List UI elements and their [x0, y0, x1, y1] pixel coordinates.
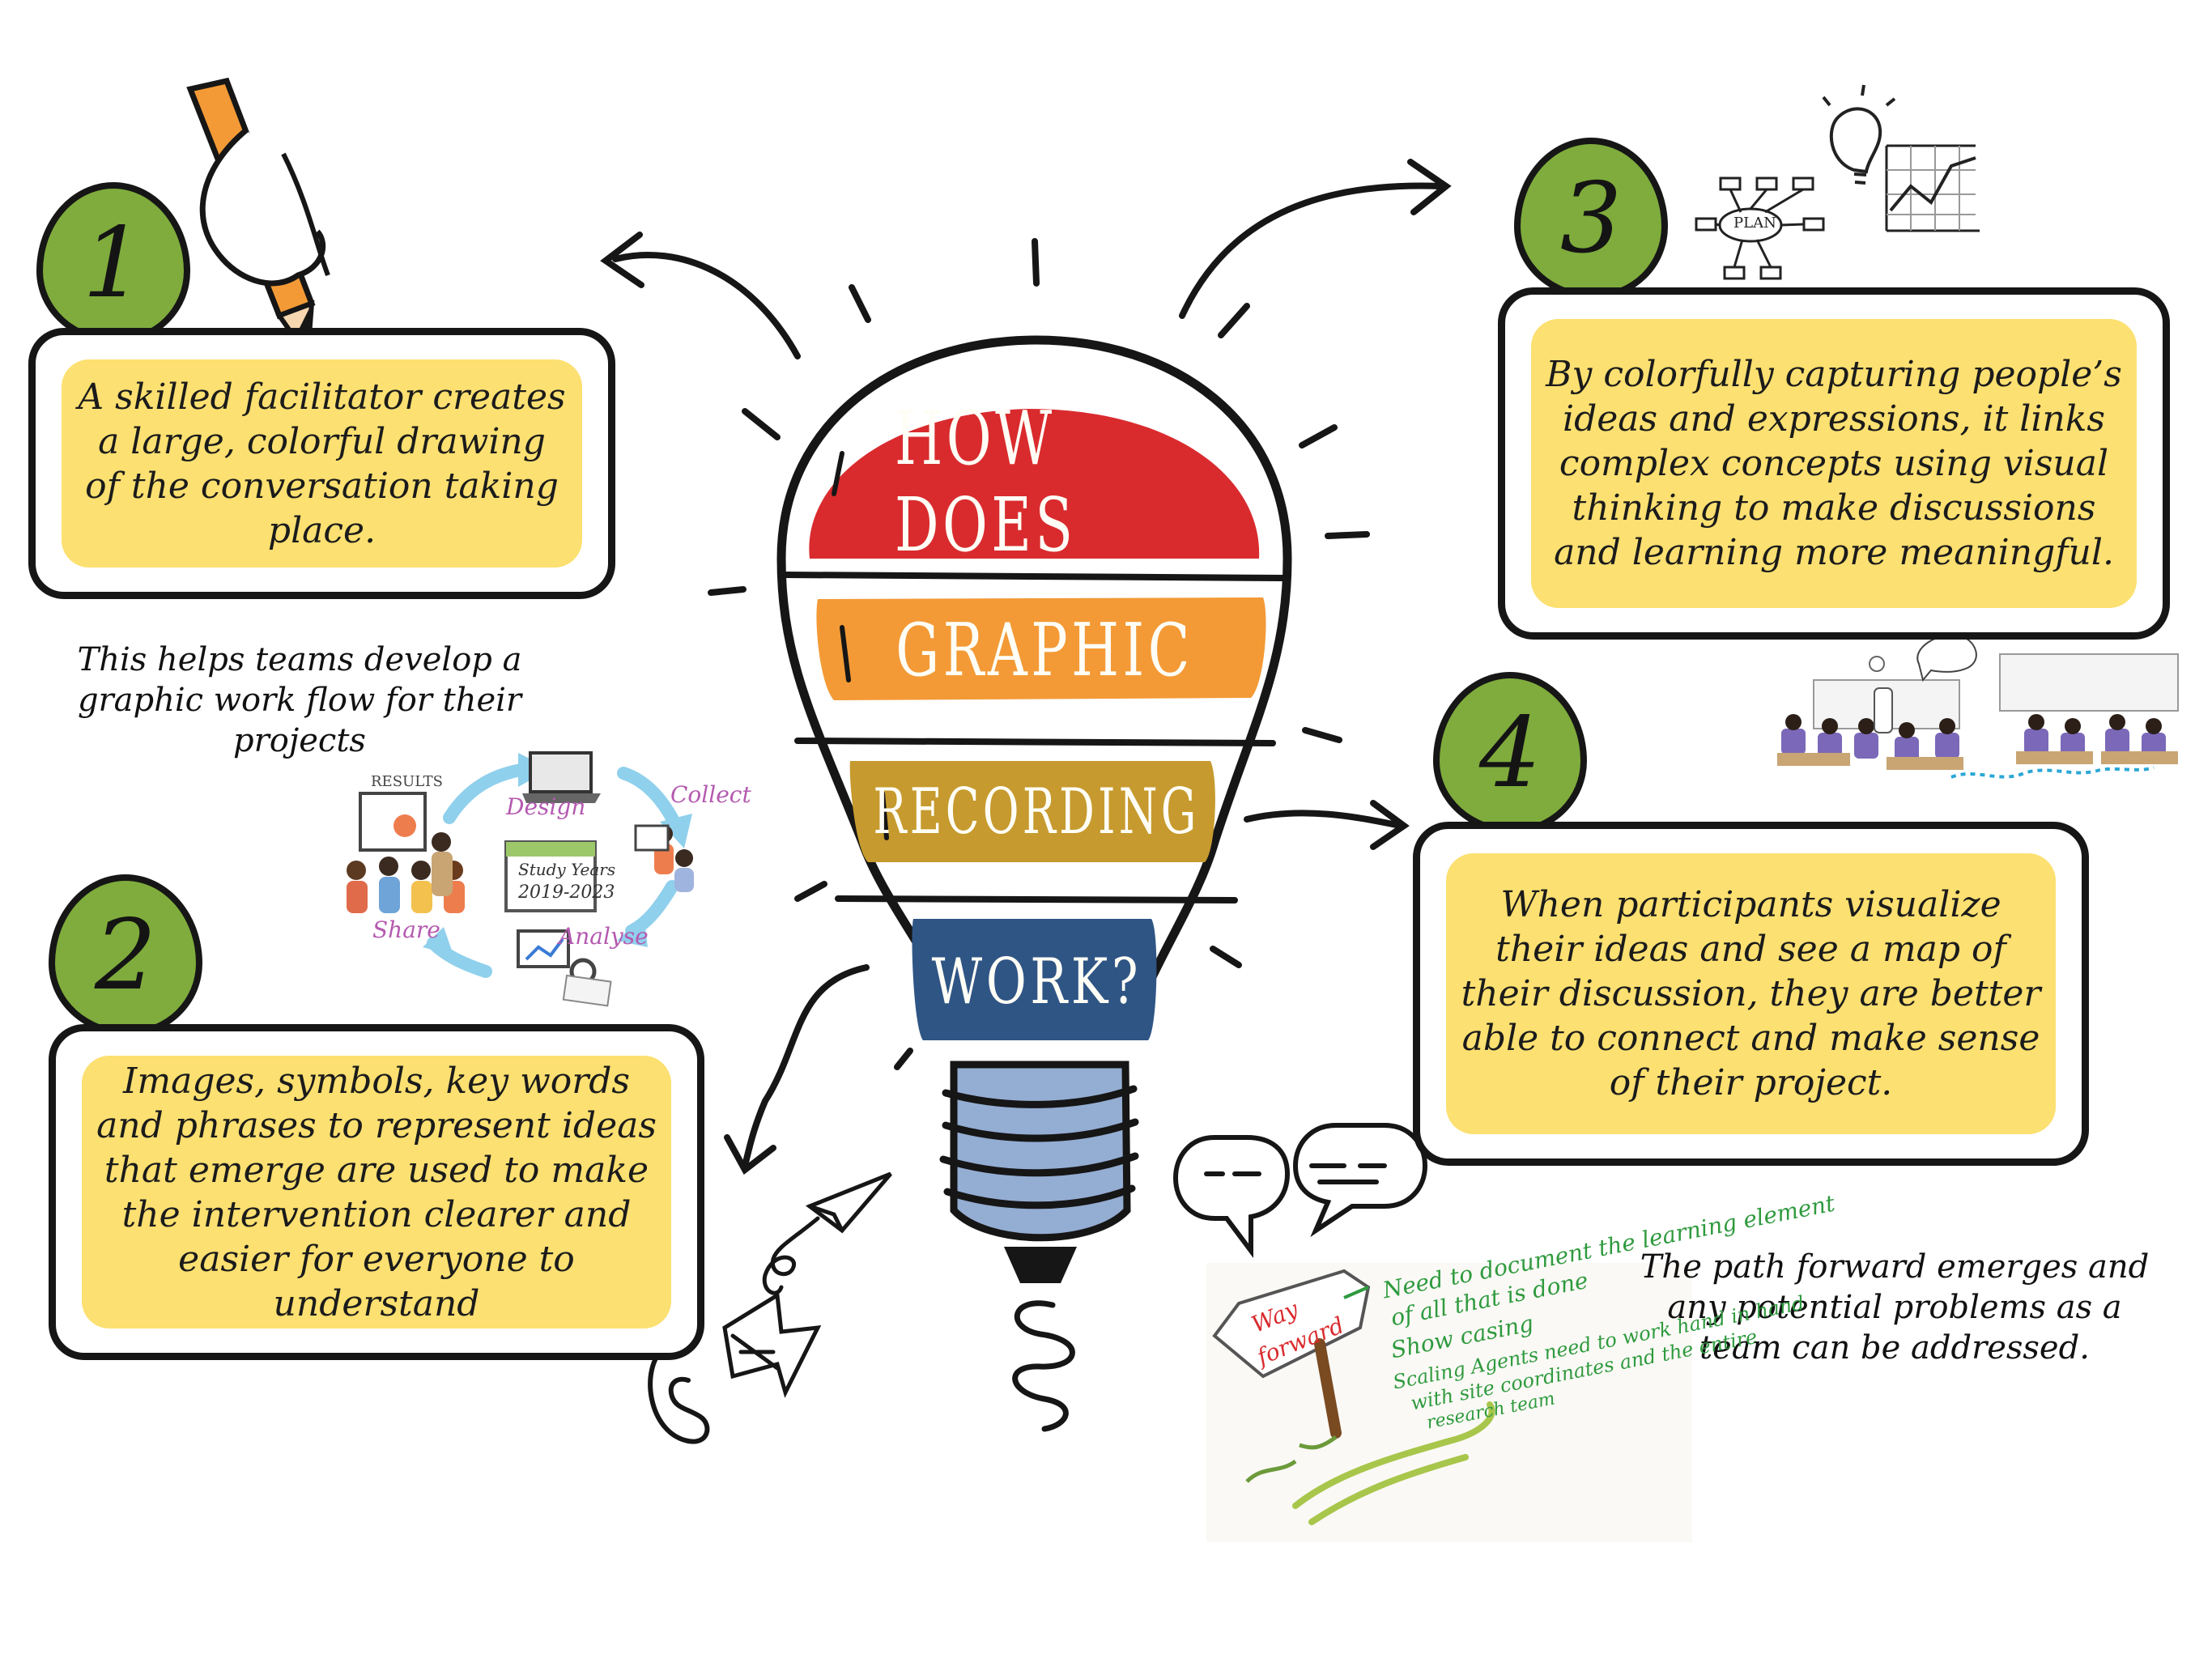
- calendar-title: Study Years: [518, 860, 616, 879]
- step-1-number: 1: [82, 206, 145, 320]
- step-3-blob: [1514, 138, 1668, 300]
- bulb-base: [939, 1061, 1139, 1432]
- line-chart-icon: [1885, 144, 1980, 232]
- step-1-box: A skilled facilitator creates a large, c…: [28, 328, 615, 599]
- title-how-does: HOW DOES: [895, 395, 1077, 568]
- workflow-note: This helps teams develop a graphic work …: [77, 641, 522, 759]
- step-1-badge: 1: [36, 182, 190, 344]
- plan-label: PLAN: [1733, 215, 1776, 232]
- cycle-label-results: RESULTS: [371, 773, 444, 790]
- way-forward-illustration: [1206, 1263, 1692, 1542]
- cycle-label-share: Share: [372, 916, 440, 943]
- cycle-label-design: Design: [506, 793, 586, 820]
- pencil-hand-drawing: [186, 77, 330, 363]
- step-2-text: Images, symbols, key words and phrases t…: [96, 1060, 657, 1324]
- title-recording: RECORDING: [873, 776, 1200, 848]
- band-orange: [816, 597, 1266, 700]
- bulb-title-line-2: GRAPHIC: [842, 606, 1247, 695]
- band-red: [809, 409, 1260, 559]
- step-2-number: 2: [94, 899, 157, 1012]
- step-3-box: By colorfully capturing people’s ideas a…: [1498, 287, 2170, 640]
- plan-diagram: [1695, 176, 1825, 280]
- speech-bubbles-icon: [1172, 1123, 1428, 1258]
- step-2-badge: 2: [49, 874, 202, 1036]
- small-lightbulb-icon: [1822, 84, 1896, 185]
- step-2-panel: Images, symbols, key words and phrases t…: [82, 1056, 671, 1329]
- classroom-illustration: [1777, 634, 2179, 779]
- workflow-cycle-illustration: [347, 751, 694, 1007]
- light-rays: [708, 238, 1370, 1070]
- band-separators: [781, 572, 1287, 903]
- cycle-label-analyse: Analyse: [559, 923, 649, 950]
- step-3-text: By colorfully capturing people’s ideas a…: [1546, 354, 2122, 573]
- step-4-panel: When participants visualize their ideas …: [1446, 853, 2056, 1134]
- title-work: WORK?: [931, 945, 1142, 1018]
- arrow-to-step-3: [1179, 182, 1444, 319]
- step-2-box: Images, symbols, key words and phrases t…: [49, 1024, 704, 1360]
- step-4-box: When participants visualize their ideas …: [1413, 822, 2089, 1166]
- step-1-panel: A skilled facilitator creates a large, c…: [62, 359, 582, 568]
- arrow-to-step-2: [742, 964, 870, 1169]
- cycle-label-collect: Collect: [670, 781, 751, 808]
- bulb-title-line-3: RECORDING: [858, 767, 1214, 857]
- bulb-title-line-4: WORK?: [919, 931, 1154, 1032]
- band-ticks: [832, 451, 889, 840]
- doodles-step-2: [648, 1171, 892, 1444]
- step-1-text: A skilled facilitator creates a large, c…: [78, 376, 566, 551]
- band-mustard: [849, 761, 1215, 862]
- step-3-panel: By colorfully capturing people’s ideas a…: [1531, 319, 2137, 608]
- step-4-badge: 4: [1433, 672, 1587, 834]
- path-forward-note: The path forward emerges and any potenti…: [1640, 1248, 2150, 1367]
- bulb-title-line-1: HOW DOES: [842, 395, 1247, 568]
- title-graphic: GRAPHIC: [895, 607, 1193, 693]
- step-3-number: 3: [1559, 162, 1623, 275]
- step-4-text: When participants visualize their ideas …: [1461, 884, 2041, 1103]
- step-4-number: 4: [1478, 696, 1542, 810]
- calendar-years: 2019-2023: [518, 882, 615, 903]
- arrows: [600, 159, 1452, 1175]
- arrow-to-step-1: [612, 252, 801, 359]
- step-3-badge: 3: [1514, 138, 1668, 300]
- band-navy: [912, 919, 1157, 1040]
- step-2-blob: [49, 874, 202, 1036]
- arrow-to-step-4: [1244, 810, 1404, 829]
